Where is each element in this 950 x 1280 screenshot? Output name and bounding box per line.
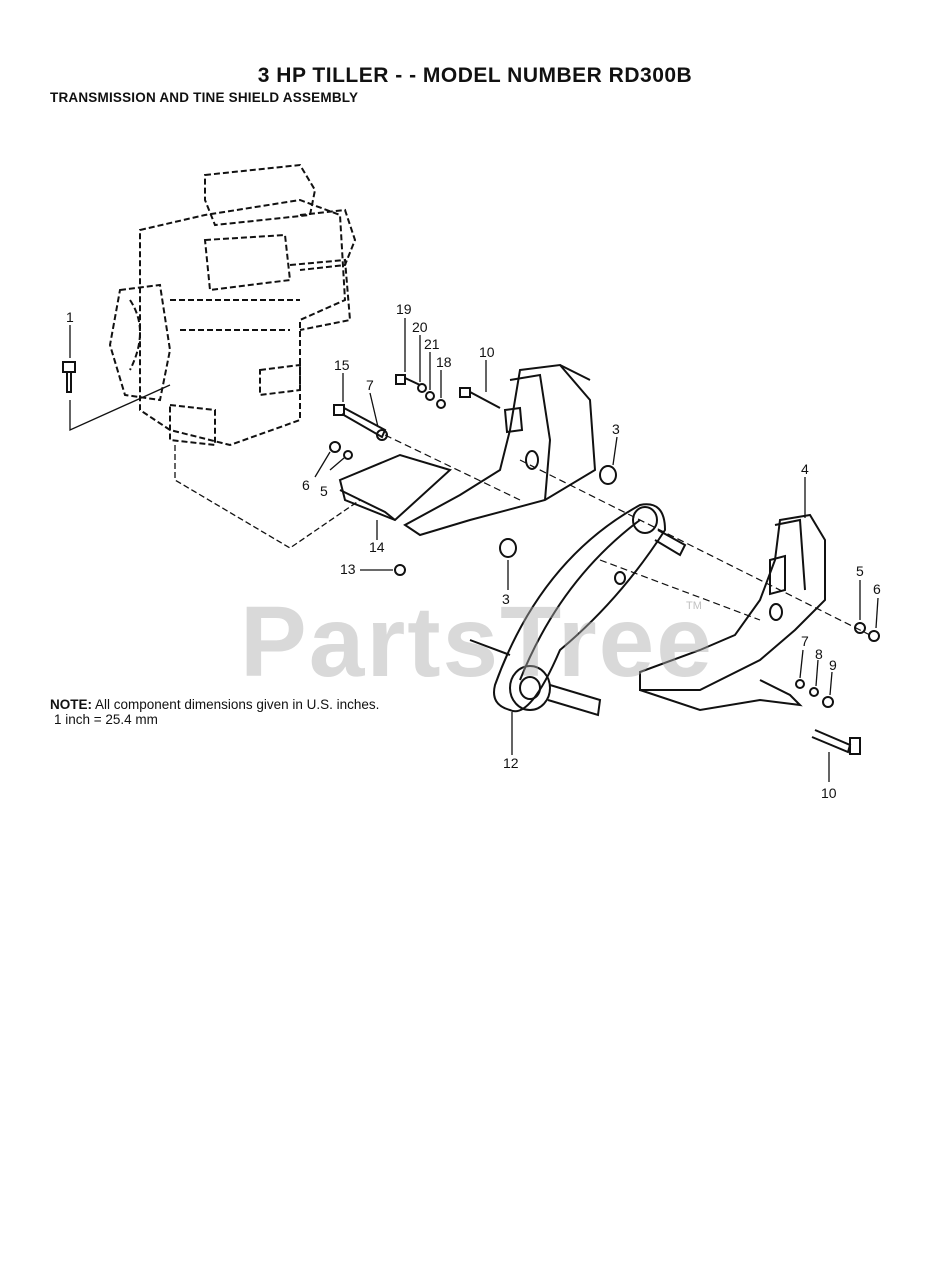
page-subtitle: TRANSMISSION AND TINE SHIELD ASSEMBLY <box>50 90 359 105</box>
watermark: PartsTree <box>240 586 714 698</box>
part-6-nut-right <box>868 630 880 642</box>
part-15-bolt <box>333 404 387 439</box>
callout-21: 21 <box>424 336 440 352</box>
part-19-bolt <box>395 374 421 386</box>
callout-12: 12 <box>503 755 519 771</box>
part-5-washer-right <box>854 622 866 634</box>
callout-4: 4 <box>801 461 809 477</box>
leader-dashed <box>174 445 361 549</box>
part-6-nut-left <box>329 441 341 453</box>
part-1-bolt <box>62 361 76 393</box>
part-18-nut <box>436 399 446 409</box>
callout-13: 13 <box>340 561 356 577</box>
callout-3b: 3 <box>502 591 510 607</box>
callout-labels: 1 19 20 21 18 10 15 7 3 4 6 5 14 13 3 5 … <box>66 301 881 801</box>
callout-5b: 5 <box>856 563 864 579</box>
part-7-washer <box>376 429 388 441</box>
callout-18: 18 <box>436 354 452 370</box>
callout-7b: 7 <box>801 633 809 649</box>
watermark-tm: TM <box>686 600 702 612</box>
callout-14: 14 <box>369 539 385 555</box>
callout-3: 3 <box>612 421 620 437</box>
callout-6: 6 <box>302 477 310 493</box>
left-tine-shield <box>403 363 597 537</box>
part-4-right-shield <box>639 513 826 712</box>
part-8-washer <box>809 687 819 697</box>
note-label: NOTE: <box>50 697 92 712</box>
part-10-bolt-bottom <box>811 729 861 755</box>
engine-outline <box>108 163 357 447</box>
note-line-2: 1 inch = 25.4 mm <box>54 712 158 727</box>
part-14-plate <box>338 453 452 522</box>
callout-1: 1 <box>66 309 74 325</box>
leader-lines <box>69 318 879 782</box>
callout-15: 15 <box>334 357 350 373</box>
part-20-washer <box>417 383 427 393</box>
callout-20: 20 <box>412 319 428 335</box>
part-3-bushing-lower <box>499 538 517 558</box>
page-title: 3 HP TILLER - - MODEL NUMBER RD300B <box>257 64 693 87</box>
dimension-note: NOTE: All component dimensions given in … <box>50 697 379 727</box>
callout-10b: 10 <box>821 785 837 801</box>
part-3-bushing-upper <box>599 465 617 485</box>
part-10-bolt-top <box>459 387 501 409</box>
callout-7: 7 <box>366 377 374 393</box>
part-5-washer-left <box>343 450 353 460</box>
part-21-washer <box>425 391 435 401</box>
note-text: All component dimensions given in U.S. i… <box>95 697 380 712</box>
callout-10: 10 <box>479 344 495 360</box>
part-9-nut <box>822 696 834 708</box>
callout-6b: 6 <box>873 581 881 597</box>
note-line-1: NOTE: All component dimensions given in … <box>50 697 379 712</box>
callout-19: 19 <box>396 301 412 317</box>
callout-9: 9 <box>829 657 837 673</box>
callout-5: 5 <box>320 483 328 499</box>
part-7-washer-right <box>795 679 805 689</box>
leader-bolt1 <box>69 384 171 432</box>
part-13-nut <box>394 564 406 576</box>
callout-8: 8 <box>815 646 823 662</box>
part-12-transmission <box>469 503 687 717</box>
